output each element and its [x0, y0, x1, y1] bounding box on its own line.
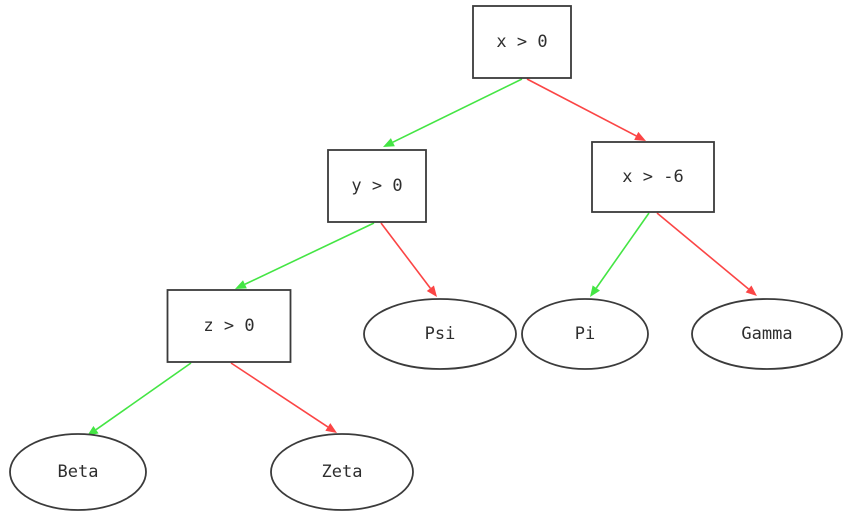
edge-y0-z0-green	[235, 222, 375, 289]
arrowhead-icon	[235, 280, 247, 289]
edge-xm6-gamma-red	[656, 212, 757, 296]
leaf-ellipse-shape	[521, 298, 649, 370]
edge-root-xm6-red	[526, 78, 646, 141]
decision-box-shape	[166, 289, 292, 363]
node-label: y > 0	[351, 176, 402, 196]
edge-xm6-pi-green	[590, 212, 650, 297]
leaf-node-pi: Pi	[521, 298, 649, 370]
leaf-node-gamma: Gamma	[691, 298, 843, 370]
edge-line	[595, 212, 650, 289]
decision-box-shape	[591, 141, 715, 213]
decision-node-root: x > 0	[472, 5, 572, 79]
edge-line	[526, 78, 637, 137]
arrowhead-icon	[590, 285, 601, 297]
edge-line	[230, 362, 329, 428]
edge-z0-beta-green	[87, 362, 192, 436]
edge-line	[656, 212, 750, 290]
node-label: Beta	[58, 462, 99, 482]
arrowhead-icon	[426, 285, 437, 297]
leaf-ellipse-shape	[363, 298, 517, 370]
decision-node-y0: y > 0	[327, 149, 427, 223]
edge-line	[380, 222, 432, 289]
decision-box-shape	[327, 149, 427, 223]
arrowhead-icon	[87, 425, 99, 436]
node-label: Gamma	[741, 324, 792, 344]
arrowhead-icon	[634, 131, 646, 141]
leaf-node-psi: Psi	[363, 298, 517, 370]
arrowhead-icon	[745, 285, 757, 296]
decision-node-z0: z > 0	[166, 289, 292, 363]
node-label: x > 0	[496, 32, 547, 52]
edge-root-y0-green	[383, 78, 523, 147]
leaf-node-beta: Beta	[9, 433, 147, 511]
edge-line	[392, 78, 523, 143]
leaf-node-zeta: Zeta	[270, 433, 414, 511]
leaf-ellipse-shape	[9, 433, 147, 511]
edge-y0-psi-red	[380, 222, 437, 297]
leaf-ellipse-shape	[270, 433, 414, 511]
decision-box-shape	[472, 5, 572, 79]
node-label: z > 0	[203, 316, 254, 336]
node-label: Psi	[425, 324, 456, 344]
arrowhead-icon	[325, 423, 337, 433]
arrowhead-icon	[383, 138, 395, 147]
leaf-ellipse-shape	[691, 298, 843, 370]
edge-line	[95, 362, 192, 431]
decision-node-xm6: x > -6	[591, 141, 715, 213]
node-label: x > -6	[622, 167, 683, 187]
node-label: Pi	[575, 324, 595, 344]
edge-z0-zeta-red	[230, 362, 337, 433]
edge-line	[244, 222, 375, 286]
node-label: Zeta	[322, 462, 363, 482]
